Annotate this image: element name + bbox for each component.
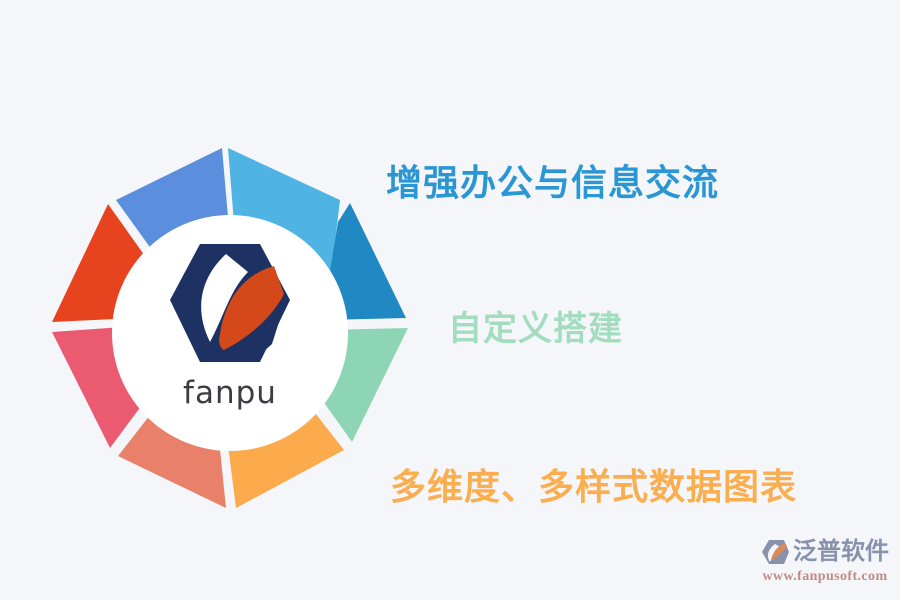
- fanpu-logo-icon: [156, 238, 304, 368]
- watermark: 泛普软件 www.fanpusoft.com: [760, 536, 890, 588]
- watermark-url: www.fanpusoft.com: [762, 569, 888, 584]
- watermark-company: 泛普软件: [793, 538, 889, 565]
- petal-blue: [322, 203, 406, 320]
- caption-communication: 增强办公与信息交流: [386, 162, 720, 203]
- brand-wordmark: fanpu: [183, 375, 277, 411]
- fanpusoft-mark-icon: [760, 538, 790, 566]
- caption-custom-build: 自定义搭建: [448, 310, 623, 348]
- caption-data-charts: 多维度、多样式数据图表: [390, 466, 798, 507]
- watermark-row: 泛普软件: [760, 536, 890, 568]
